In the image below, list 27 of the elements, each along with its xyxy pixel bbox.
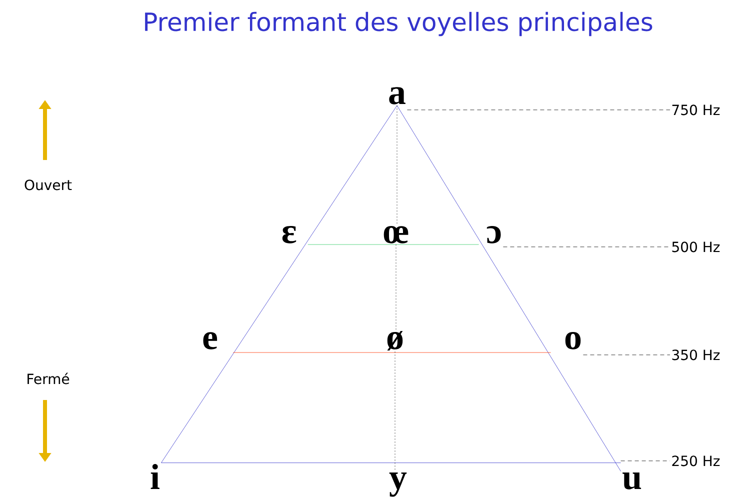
vowel-symbol: i bbox=[150, 464, 160, 489]
vowel-symbol: ɔ bbox=[486, 226, 501, 244]
vowel-symbol: e bbox=[203, 332, 218, 350]
connector-line bbox=[396, 105, 398, 226]
vowel-symbol: o bbox=[565, 332, 581, 350]
level-line bbox=[308, 244, 479, 245]
vowel-symbol: ɛ bbox=[282, 226, 296, 244]
vowel-symbol: a bbox=[389, 87, 406, 104]
title: Premier formant des voyelles principales bbox=[145, 12, 652, 36]
frequency-label: 500 Hz bbox=[672, 242, 720, 252]
connector-line bbox=[583, 354, 670, 356]
vowel-symbol: œ bbox=[384, 226, 408, 244]
vowel-symbol: ø bbox=[387, 331, 403, 350]
frequency-label: 350 Hz bbox=[672, 350, 720, 360]
axis-label: Ouvert bbox=[24, 180, 72, 190]
vowel-symbol: y bbox=[389, 472, 407, 497]
connector-line bbox=[394, 351, 396, 472]
connector-line bbox=[620, 460, 670, 462]
frequency-label: 250 Hz bbox=[672, 456, 720, 466]
triangle-line bbox=[161, 462, 621, 463]
axis-label: Fermé bbox=[28, 372, 70, 384]
triangle-line bbox=[396, 105, 621, 472]
triangle-line bbox=[161, 105, 398, 463]
connector-line bbox=[503, 246, 670, 248]
vowel-symbol: u bbox=[622, 472, 642, 490]
frequency-label: 750 Hz bbox=[672, 104, 720, 116]
level-line bbox=[233, 352, 551, 353]
